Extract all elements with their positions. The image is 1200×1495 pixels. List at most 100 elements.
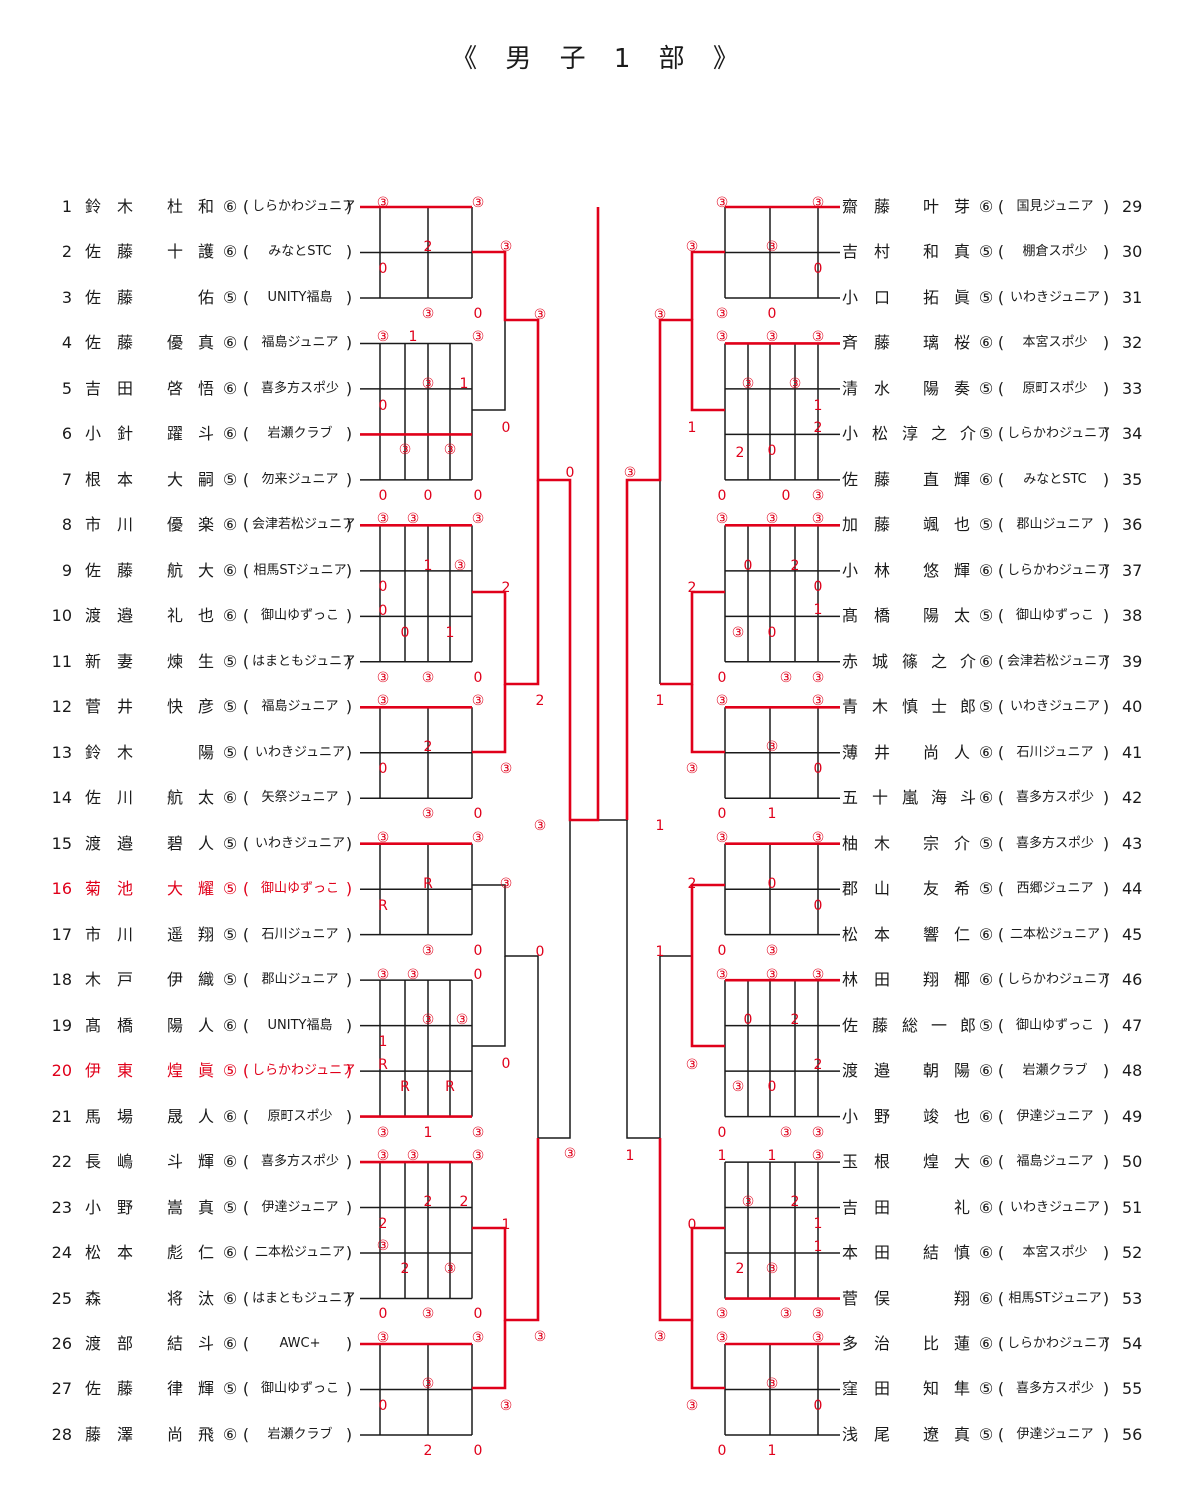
name-char: 佐: [841, 469, 858, 489]
player-number: 43: [1122, 833, 1143, 853]
name-char: 斗: [959, 788, 976, 808]
club-name: 二本松ジュニア: [254, 1245, 346, 1261]
name-char: 伊: [166, 970, 183, 990]
club-name: 原町スポ少: [1022, 380, 1088, 396]
score-mark: 0: [718, 943, 727, 959]
score-mark: ③: [377, 195, 390, 211]
name-char: 田: [873, 1243, 890, 1263]
name-char: 耀: [197, 879, 214, 899]
paren-open: (: [242, 788, 250, 808]
name-char: 尚: [922, 742, 939, 762]
name-char: 和: [922, 242, 939, 262]
score-mark: ③: [716, 1330, 729, 1346]
grade-mark: ⑤: [222, 833, 238, 853]
player-number: 39: [1122, 651, 1143, 671]
name-char: 斗: [197, 424, 214, 444]
name-char: 俣: [873, 1288, 890, 1308]
paren-open: (: [242, 1106, 250, 1126]
club-name: しらかわジュニア: [1007, 562, 1111, 578]
score-mark: 0: [566, 465, 575, 481]
paren-close: ): [1102, 970, 1110, 990]
grade-mark: ⑥: [978, 1288, 994, 1308]
score-mark: ③: [377, 967, 390, 983]
name-char: 松: [871, 424, 888, 444]
score-mark: 2: [460, 1194, 469, 1210]
paren-open: (: [997, 970, 1005, 990]
paren-close: ): [345, 424, 353, 444]
paren-close: ): [345, 742, 353, 762]
paren-open: (: [242, 742, 250, 762]
score-mark: 2: [379, 1216, 388, 1232]
name-char: 髙: [84, 1015, 101, 1035]
name-char: 佐: [841, 1015, 858, 1035]
name-char: 森: [84, 1288, 101, 1308]
score-mark: ③: [716, 195, 729, 211]
club-name: 福島ジュニア: [261, 699, 339, 715]
score-mark: ③: [716, 1306, 729, 1322]
name-char: 芽: [953, 197, 970, 216]
score-mark: ③: [766, 943, 779, 959]
paren-close: ): [345, 287, 353, 307]
paren-open: (: [997, 242, 1005, 262]
name-char: 嶋: [116, 1152, 133, 1172]
grade-mark: ⑤: [222, 287, 238, 307]
grade-mark: ⑥: [978, 924, 994, 944]
player-number: 17: [51, 924, 72, 944]
paren-close: ): [1102, 1015, 1110, 1035]
paren-open: (: [242, 333, 250, 353]
paren-open: (: [997, 1288, 1005, 1308]
name-char: 一: [930, 1015, 947, 1035]
score-mark: 1: [814, 1239, 823, 1255]
score-mark: 1: [768, 806, 777, 822]
paren-close: ): [345, 1061, 353, 1081]
score-mark: ③: [500, 761, 513, 777]
paren-open: (: [997, 651, 1005, 671]
score-mark: 0: [718, 670, 727, 686]
bracket-line: [472, 320, 506, 411]
score-mark: ③: [766, 329, 779, 345]
score-mark: 1: [718, 1148, 727, 1164]
name-char: 也: [197, 606, 214, 626]
paren-open: (: [997, 1106, 1005, 1126]
name-char: 田: [873, 1379, 890, 1399]
score-mark: 0: [474, 1306, 483, 1322]
name-char: 十: [871, 788, 888, 808]
score-mark: ③: [812, 1330, 825, 1346]
winner-path: [690, 250, 725, 320]
name-char: 木: [116, 742, 133, 762]
grade-mark: ⑥: [978, 1152, 994, 1172]
name-char: 邉: [116, 833, 133, 853]
paren-close: ): [1102, 1288, 1110, 1308]
name-char: 翔: [197, 924, 214, 944]
paren-open: (: [997, 333, 1005, 353]
name-char: 邉: [116, 606, 133, 626]
player-number: 49: [1122, 1106, 1143, 1126]
name-char: 桜: [953, 333, 970, 353]
name-char: 馬: [84, 1106, 101, 1126]
score-mark: ③: [812, 511, 825, 527]
score-mark: 0: [474, 670, 483, 686]
name-char: 根: [873, 1152, 890, 1172]
player-number: 26: [51, 1334, 72, 1353]
grade-mark: ⑤: [978, 1015, 994, 1035]
name-char: 藤: [871, 1015, 888, 1035]
name-char: 鈴: [84, 742, 101, 762]
grade-mark: ⑤: [222, 469, 238, 489]
club-name: はまともジュニア: [252, 653, 356, 669]
name-char: 礼: [166, 606, 183, 626]
player-number: 8: [61, 515, 72, 535]
name-char: 礼: [953, 1197, 970, 1217]
name-char: 大: [953, 1152, 970, 1172]
name-char: 叶: [922, 197, 939, 216]
paren-close: ): [1102, 1152, 1110, 1172]
club-name: いわきジュニア: [1009, 699, 1101, 715]
player-number: 5: [61, 378, 72, 398]
player-number: 36: [1122, 515, 1143, 535]
